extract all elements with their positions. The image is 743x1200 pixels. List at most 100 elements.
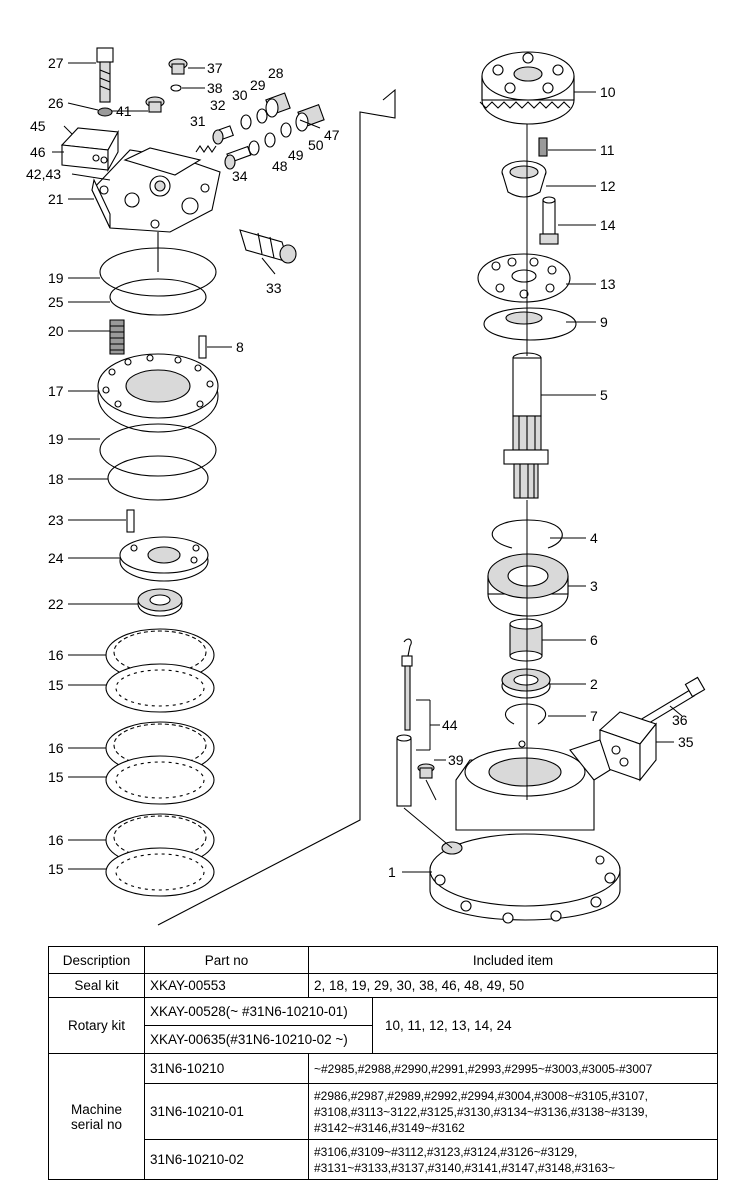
serial-range-3-line1: #3106,#3109~#3112,#3123,#3124,#3126~#312… — [314, 1144, 578, 1159]
label-48: 48 — [272, 158, 288, 174]
label-15-b: 15 — [48, 769, 64, 785]
label-16-a: 16 — [48, 647, 64, 663]
serial-range-2-line2: #3108,#3113~3122,#3125,#3130,#3134~#3136… — [314, 1104, 648, 1119]
label-19-mid: 19 — [48, 431, 64, 447]
machine-serial-description: Machine serial no — [48, 1053, 145, 1180]
rotary-kit-part-no-2: XKAY-00635(#31N6-10210-02 ~) — [144, 1025, 373, 1054]
label-11: 11 — [600, 142, 615, 158]
part-48-ring — [248, 140, 260, 156]
label-24: 24 — [48, 550, 64, 566]
part-22-bearing — [137, 588, 183, 617]
label-44: 44 — [442, 717, 458, 733]
part-30-ring — [240, 114, 252, 130]
serial-part-no-1: 31N6-10210 — [144, 1053, 309, 1084]
label-1: 1 — [388, 864, 396, 880]
header-part-no: Part no — [144, 946, 309, 974]
label-7: 7 — [590, 708, 598, 724]
part-7-snap-ring — [504, 703, 547, 725]
label-35: 35 — [678, 734, 694, 750]
part-9-swash-plate — [483, 307, 577, 341]
label-10: 10 — [600, 84, 616, 100]
label-9: 9 — [600, 314, 608, 330]
machine-desc-line2: serial no — [70, 1116, 123, 1132]
part-35-valve-block — [598, 711, 657, 782]
label-29: 29 — [250, 77, 266, 93]
seal-kit-part-no: XKAY-00553 — [144, 973, 309, 998]
rotary-kit-description: Rotary kit — [48, 997, 145, 1054]
label-42-43: 42,43 — [26, 166, 61, 182]
serial-range-3-line2: #3131~#3133,#3137,#3140,#3141,#3147,#314… — [314, 1160, 615, 1175]
right-leader-lines — [402, 91, 683, 873]
plate-set-3 — [105, 813, 215, 897]
plate-set-2 — [105, 721, 215, 805]
label-46: 46 — [30, 144, 46, 160]
label-28: 28 — [268, 65, 284, 81]
header-included-item: Included item — [308, 946, 718, 974]
label-33: 33 — [266, 280, 282, 296]
part-25-ring — [109, 278, 207, 316]
part-27-bolt — [96, 47, 114, 103]
part-5-drive-shaft — [503, 352, 549, 499]
label-13: 13 — [600, 276, 616, 292]
label-6: 6 — [590, 632, 598, 648]
divider-line — [157, 88, 396, 926]
header-description: Description — [48, 946, 145, 974]
label-36: 36 — [672, 712, 688, 728]
part-8-pin — [198, 335, 207, 359]
part-38-o-ring — [170, 84, 182, 92]
part-number-labels: 27 37 38 28 29 30 26 41 32 31 45 47 50 4… — [26, 55, 694, 880]
part-19-o-ring-lower — [99, 423, 217, 477]
part-21-cover — [91, 147, 221, 233]
part-24-valve-plate — [119, 536, 209, 582]
left-leader-lines — [52, 62, 321, 870]
label-22: 22 — [48, 596, 64, 612]
part-33-spool — [239, 229, 297, 264]
part-29-ring — [256, 108, 268, 124]
part-2-oil-seal — [501, 668, 551, 699]
parts-kit-table: Description Part no Included item Seal k… — [48, 946, 718, 1180]
plate-set-1 — [105, 628, 215, 713]
part-18-o-ring — [107, 455, 209, 501]
label-27: 27 — [48, 55, 64, 71]
part-44-level-gauge — [396, 638, 413, 807]
label-16-b: 16 — [48, 740, 64, 756]
label-26: 26 — [48, 95, 64, 111]
serial-range-3: #3106,#3109~#3112,#3123,#3124,#3126~#312… — [308, 1139, 718, 1180]
serial-range-2-line3: #3142~#3146,#3149~#3162 — [314, 1120, 465, 1135]
label-25: 25 — [48, 294, 64, 310]
serial-range-2-line1: #2986,#2987,#2989,#2992,#2994,#3004,#300… — [314, 1088, 649, 1103]
label-34: 34 — [232, 168, 248, 184]
label-15-a: 15 — [48, 677, 64, 693]
label-30: 30 — [232, 87, 248, 103]
label-21: 21 — [48, 191, 64, 207]
label-38: 38 — [207, 80, 223, 96]
label-20: 20 — [48, 323, 64, 339]
serial-part-no-2: 31N6-10210-01 — [144, 1083, 309, 1140]
label-16-c: 16 — [48, 832, 64, 848]
seal-kit-items: 2, 18, 19, 29, 30, 38, 46, 48, 49, 50 — [308, 973, 718, 998]
label-50: 50 — [308, 137, 324, 153]
label-4: 4 — [590, 530, 598, 546]
label-23: 23 — [48, 512, 64, 528]
rotary-kit-items: 10, 11, 12, 13, 14, 24 — [372, 997, 718, 1054]
label-19-top: 19 — [48, 270, 64, 286]
part-14-piston — [539, 196, 559, 245]
machine-desc-line1: Machine — [70, 1101, 123, 1117]
part-17-plate — [97, 353, 219, 433]
label-37: 37 — [207, 60, 223, 76]
seal-kit-description: Seal kit — [48, 973, 145, 998]
label-18: 18 — [48, 471, 64, 487]
serial-range-1: ~#2985,#2988,#2990,#2991,#2993,#2995~#30… — [308, 1053, 718, 1084]
part-12-spherical-bushing — [501, 160, 547, 198]
part-34-valve — [224, 145, 252, 170]
part-6-bushing — [509, 618, 543, 662]
label-12: 12 — [600, 178, 616, 194]
part-31-spring — [195, 145, 217, 153]
exploded-parts-diagram: 27 37 38 28 29 30 26 41 32 31 45 47 50 4… — [26, 47, 706, 926]
label-45: 45 — [30, 118, 46, 134]
part-3-bearing — [487, 553, 569, 617]
part-28-cap — [265, 92, 291, 118]
label-15-c: 15 — [48, 861, 64, 877]
part-39-plug — [417, 763, 435, 779]
label-14: 14 — [600, 217, 616, 233]
